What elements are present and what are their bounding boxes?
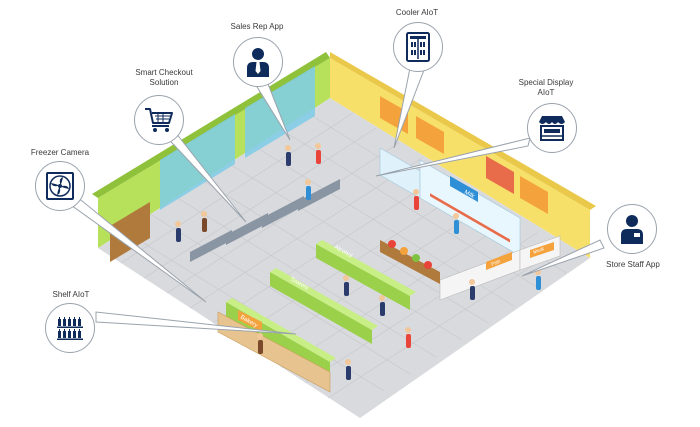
bakery-counter [217,311,331,393]
shelf-aiot-callout [45,303,95,353]
meat-sign: Meat [533,246,546,256]
store-staff-app-label: Store Staff App [606,260,660,269]
fridge-products [430,193,510,243]
freezer-fan-icon [46,172,74,200]
meat-sign-plate [530,242,554,258]
poster-4 [520,176,548,214]
shopping-cart-icon [145,108,173,132]
cooler-icon [406,32,430,62]
poster-2 [416,116,444,154]
fish-sign: Fish [491,259,502,268]
store-staff-app-callout [607,204,657,254]
person-tie-icon [247,48,269,77]
sales-rep-app-callout [233,37,283,87]
callout-connectors [62,67,605,335]
left-window-2 [245,66,315,158]
fish-sign-plate [486,252,512,270]
poster-3 [486,156,514,194]
connector-shelf [95,311,297,335]
back-wall-top [330,52,596,210]
staff-badge-icon [621,215,643,244]
left-wall-top [92,52,330,198]
freezer-camera-label: Freezer Camera [30,148,90,157]
smart-checkout-callout [134,95,184,145]
cooler-aiot-callout [393,22,443,72]
left-storage [110,202,150,262]
cooler-aiot-label: Cooler AIoT [395,8,439,17]
sales-rep-app-label: Sales Rep App [230,22,284,31]
shelf-bottles-icon [57,317,83,340]
freezer-camera-callout [35,161,85,211]
checkout-counters [190,179,340,262]
milk-sign-plate [450,176,478,202]
special-display-callout [527,103,577,153]
special-display-label: Special Display AIoT [518,78,574,97]
bakery-sign-plate [238,310,262,332]
display-stand-icon [539,116,565,141]
produce-stand [380,240,440,284]
connector-store-staff [521,239,605,277]
floor-tiles [120,111,567,399]
milk-sign: Milk [463,190,476,201]
connector-special-display [375,137,531,177]
smart-checkout-label: Smart Checkout Solution [135,68,193,87]
shelf-aiot-label: Shelf AIoT [52,290,90,299]
